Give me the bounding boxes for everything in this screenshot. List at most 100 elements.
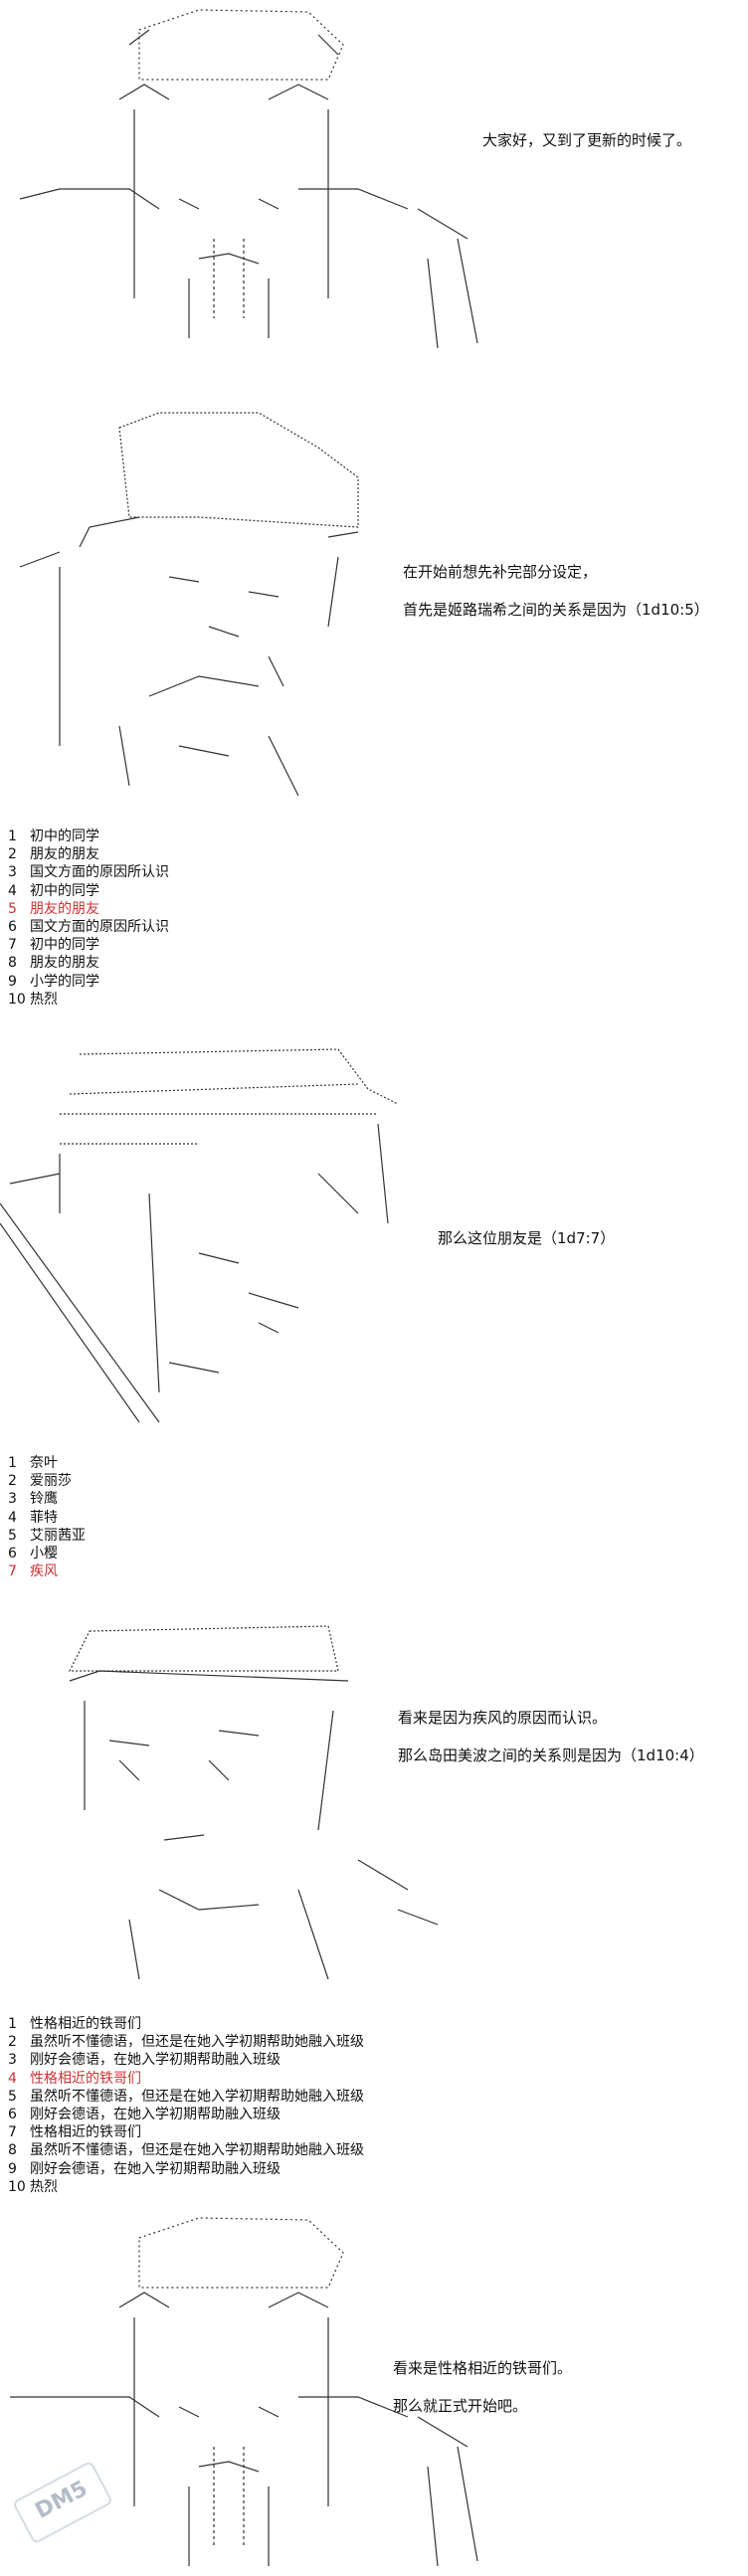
list-item-number: 4 xyxy=(8,882,17,899)
panel-1: 大家好，又到了更新的时候了。 xyxy=(0,0,748,368)
list-item-number: 2 xyxy=(8,1473,17,1490)
list-item-text: 国文方面的原因所认识 xyxy=(30,864,169,881)
list-item-text: 虽然听不懂德语，但还是在她入学初期帮助她融入班级 xyxy=(30,2142,364,2159)
list-item-number: 7 xyxy=(8,1564,17,1580)
ascii-art-character-2 xyxy=(0,368,418,806)
list-item: 2 虽然听不懂德语，但还是在她入学初期帮助她融入班级 xyxy=(8,2033,364,2051)
list-item: 5 艾丽茜亚 xyxy=(8,1527,86,1545)
dialog-line-2: 那么岛田美波之间的关系则是因为（1d10:4） xyxy=(398,1747,704,1764)
list-item-number: 3 xyxy=(8,864,17,881)
list-item: 8 虽然听不懂德语，但还是在她入学初期帮助她融入班级 xyxy=(8,2141,364,2159)
list-item: 1 初中的同学 xyxy=(8,828,169,845)
list-item-text: 虽然听不懂德语，但还是在她入学初期帮助她融入班级 xyxy=(30,2088,364,2105)
panel-2: 在开始前想先补完部分设定， 首先是姬路瑞希之间的关系是因为（1d10:5） xyxy=(0,368,748,806)
list-item-text: 奈叶 xyxy=(30,1455,58,1471)
panel-5: 看来是性格相近的铁哥们。 那么就正式开始吧。 xyxy=(0,2208,748,2576)
list-item-number: 6 xyxy=(8,2106,17,2122)
list-item-number: 3 xyxy=(8,2052,17,2069)
list-item: 3 刚好会德语，在她入学初期帮助融入班级 xyxy=(8,2051,364,2069)
list-item-text: 朋友的朋友 xyxy=(30,955,99,972)
list-item-number: 7 xyxy=(8,2124,17,2141)
list-item-text: 初中的同学 xyxy=(30,828,99,844)
list-item-text: 虽然听不懂德语，但还是在她入学初期帮助她融入班级 xyxy=(30,2034,364,2051)
list-item-number: 8 xyxy=(8,955,17,972)
panel-3: 那么这位朋友是（1d7:7） xyxy=(0,1034,748,1432)
list-item-text: 刚好会德语，在她入学初期帮助融入班级 xyxy=(30,2106,280,2122)
list-item-number: 9 xyxy=(8,973,17,990)
list-item-number: 1 xyxy=(8,1455,17,1471)
roll-list-2: 1 奈叶 2 爱丽莎 3 铃鹰 4 菲特 5 艾丽茜亚 6 小樱 7 疾风 xyxy=(8,1454,86,1580)
list-item-text: 菲特 xyxy=(30,1509,58,1526)
roll-list-1: 1 初中的同学 2 朋友的朋友 3 国文方面的原因所认识 4 初中的同学 5 朋友的朋友 6 国文方面… xyxy=(8,828,169,1009)
list-item-text: 性格相近的铁哥们 xyxy=(30,2016,141,2032)
list-item-text: 性格相近的铁哥们 xyxy=(30,2124,141,2141)
dialog-line-2: 那么就正式开始吧。 xyxy=(393,2397,528,2415)
list-item-number: 2 xyxy=(8,2034,17,2051)
list-item: 5 虽然听不懂德语，但还是在她入学初期帮助她融入班级 xyxy=(8,2088,364,2106)
list-item-number: 4 xyxy=(8,1509,17,1526)
dialog-line: 那么这位朋友是（1d7:7） xyxy=(438,1229,616,1247)
list-item-text: 艾丽茜亚 xyxy=(30,1527,86,1544)
ascii-art-character-1 xyxy=(0,0,497,368)
ascii-art-character-5 xyxy=(0,2208,497,2576)
list-item-number: 5 xyxy=(8,1527,17,1544)
list-item-number: 1 xyxy=(8,828,17,844)
list-item: 9 小学的同学 xyxy=(8,973,169,991)
list-item: 3 铃鹰 xyxy=(8,1490,86,1508)
list-item: 4 性格相近的铁哥们 xyxy=(8,2070,364,2088)
dialog-line-2: 首先是姬路瑞希之间的关系是因为（1d10:5） xyxy=(403,601,709,619)
list-item-text: 朋友的朋友 xyxy=(30,846,99,863)
ascii-art-character-4 xyxy=(0,1611,458,1989)
list-item-text: 小学的同学 xyxy=(30,973,99,990)
list-item-text: 小樱 xyxy=(30,1545,58,1562)
list-item-number: 7 xyxy=(8,937,17,954)
list-item: 7 性格相近的铁哥们 xyxy=(8,2123,364,2141)
ascii-art-character-3 xyxy=(0,1034,418,1432)
list-item: 6 小樱 xyxy=(8,1545,86,1563)
list-item-text: 铃鹰 xyxy=(30,1491,58,1508)
list-item: 5 朋友的朋友 xyxy=(8,900,169,918)
list-item: 6 刚好会德语，在她入学初期帮助融入班级 xyxy=(8,2106,364,2123)
list-item-text: 疾风 xyxy=(30,1564,58,1580)
list-item-text: 初中的同学 xyxy=(30,937,99,954)
list-item-number: 6 xyxy=(8,918,17,935)
roll-list-3: 1 性格相近的铁哥们 2 虽然听不懂德语，但还是在她入学初期帮助她融入班级 3 刚好会德语… xyxy=(8,2015,364,2196)
list-item-text: 性格相近的铁哥们 xyxy=(30,2070,141,2087)
list-item-text: 热烈 xyxy=(30,2178,58,2195)
list-item: 6 国文方面的原因所认识 xyxy=(8,918,169,936)
list-item-number: 10 xyxy=(8,991,26,1008)
dialog-line-1: 看来是性格相近的铁哥们。 xyxy=(393,2359,573,2377)
list-item: 7 初中的同学 xyxy=(8,936,169,954)
list-item-text: 刚好会德语，在她入学初期帮助融入班级 xyxy=(30,2160,280,2177)
dialog-line-1: 看来是因为疾风的原因而认识。 xyxy=(398,1709,608,1727)
list-item: 2 朋友的朋友 xyxy=(8,845,169,863)
list-item-number: 2 xyxy=(8,846,17,863)
list-item-number: 6 xyxy=(8,1545,17,1562)
list-item: 1 奈叶 xyxy=(8,1454,86,1472)
list-item-text: 爱丽莎 xyxy=(30,1473,72,1490)
list-item-text: 国文方面的原因所认识 xyxy=(30,918,169,935)
list-item-text: 朋友的朋友 xyxy=(30,900,99,917)
list-item-number: 8 xyxy=(8,2142,17,2159)
list-item-number: 5 xyxy=(8,900,17,917)
list-item-text: 刚好会德语，在她入学初期帮助融入班级 xyxy=(30,2052,280,2069)
list-item: 4 初中的同学 xyxy=(8,882,169,900)
list-item-number: 4 xyxy=(8,2070,17,2087)
list-item: 3 国文方面的原因所认识 xyxy=(8,863,169,881)
list-item-number: 3 xyxy=(8,1491,17,1508)
list-item-number: 10 xyxy=(8,2178,26,2195)
dialog-line-1: 在开始前想先补完部分设定， xyxy=(403,563,598,581)
list-item-number: 1 xyxy=(8,2016,17,2032)
list-item-number: 9 xyxy=(8,2160,17,2177)
list-item: 7 疾风 xyxy=(8,1563,86,1580)
list-item-text: 初中的同学 xyxy=(30,882,99,899)
list-item: 9 刚好会德语，在她入学初期帮助融入班级 xyxy=(8,2160,364,2178)
list-item: 2 爱丽莎 xyxy=(8,1472,86,1490)
list-item: 8 朋友的朋友 xyxy=(8,954,169,972)
list-item-text: 热烈 xyxy=(30,991,58,1008)
dialog-line: 大家好，又到了更新的时候了。 xyxy=(482,131,692,149)
list-item-number: 5 xyxy=(8,2088,17,2105)
list-item: 1 性格相近的铁哥们 xyxy=(8,2015,364,2033)
